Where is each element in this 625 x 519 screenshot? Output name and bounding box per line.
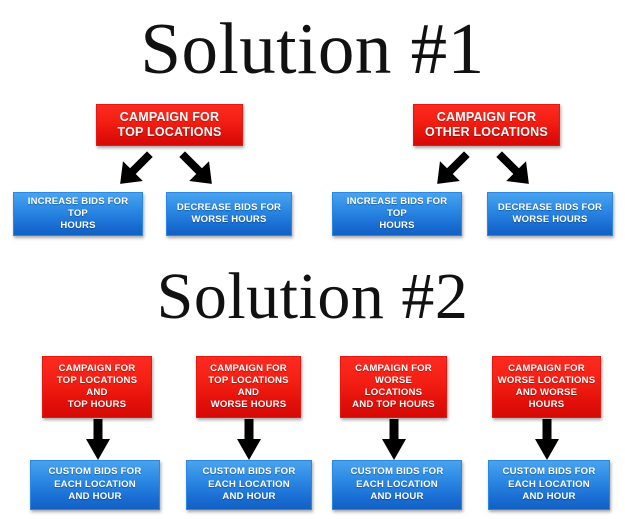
arrow-down-left-icon	[112, 146, 158, 192]
arrow-down-icon	[381, 419, 407, 461]
arrow-down-right-icon	[174, 146, 220, 192]
page-title-solution-1: Solution #1	[140, 8, 485, 89]
arrow-down-left-icon	[429, 146, 475, 192]
arrow-down-icon	[236, 419, 262, 461]
arrow-down-right-icon	[491, 146, 537, 192]
page-title-solution-2: Solution #2	[156, 260, 469, 333]
arrow-down-icon	[85, 419, 111, 461]
arrow-down-icon	[534, 419, 560, 461]
